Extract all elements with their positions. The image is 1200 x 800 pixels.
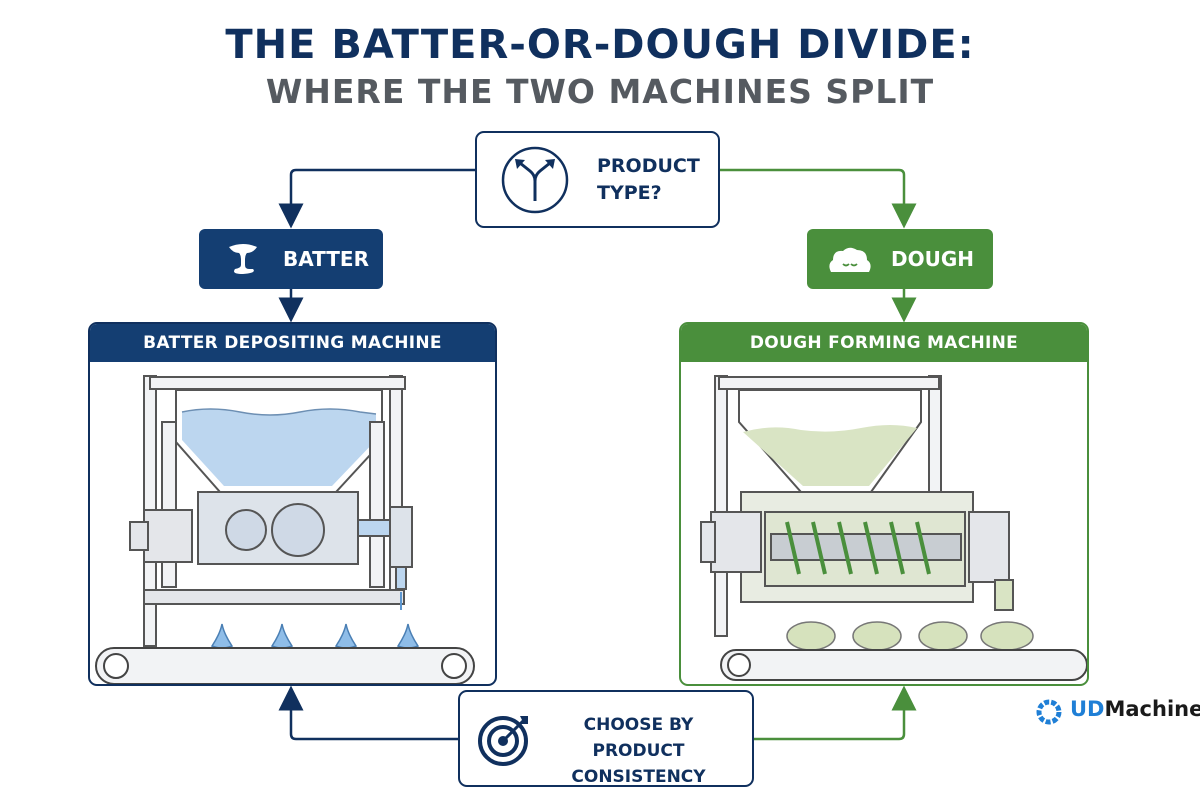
batter-machine-illustration [95, 375, 475, 684]
page-title: THE BATTER-OR-DOUGH DIVIDE: [225, 22, 975, 68]
logo-prefix: UD [1070, 697, 1105, 721]
dough-branch: DOUGH [807, 229, 993, 289]
decision-box: PRODUCT TYPE? [475, 131, 720, 228]
batter-label: BATTER [283, 247, 369, 271]
dough-machine-illustration [700, 375, 1087, 681]
choose-box: CHOOSE BY PRODUCT CONSISTENCY [458, 690, 754, 787]
arrow-bottom-to-dough [754, 685, 917, 741]
batter-branch: BATTER [199, 229, 383, 289]
arrow-to-dough [720, 168, 917, 229]
gear-logo-icon [1036, 699, 1062, 725]
arrow-bottom-to-batter [278, 685, 458, 741]
logo-suffix: Machine [1104, 697, 1200, 721]
target-icon [478, 716, 528, 766]
udmachine-logo: UDMachine [1030, 694, 1200, 728]
dough-panel-title: DOUGH FORMING MACHINE [681, 324, 1087, 362]
dough-ball-icon [829, 247, 871, 272]
batter-machine-panel: BATTER DEPOSITING MACHINE [88, 322, 497, 686]
split-arrows-icon [501, 146, 569, 214]
batter-drip-icon [229, 244, 257, 274]
batter-panel-title: BATTER DEPOSITING MACHINE [90, 324, 495, 362]
dough-machine-panel: DOUGH FORMING MACHINE [679, 322, 1089, 686]
page-subtitle: WHERE THE TWO MACHINES SPLIT [265, 72, 935, 111]
choose-label: CHOOSE BY PRODUCT CONSISTENCY [571, 715, 706, 787]
decision-label: PRODUCT TYPE? [597, 155, 700, 204]
dough-label: DOUGH [891, 247, 974, 271]
arrow-to-batter [278, 168, 475, 229]
